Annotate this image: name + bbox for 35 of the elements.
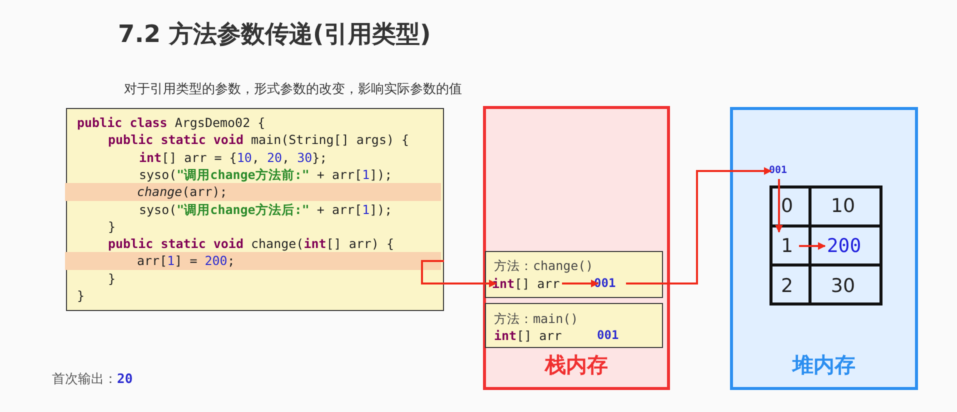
- stack-memory-box: [483, 106, 670, 390]
- arrow: [626, 167, 772, 284]
- index-text: 2: [779, 273, 795, 299]
- code-line: }: [108, 270, 116, 287]
- code-line: public static void main(String[] args) {: [108, 131, 410, 148]
- value-text: 10: [827, 193, 859, 219]
- value-text: 30: [827, 273, 859, 299]
- method-frame: [485, 303, 663, 348]
- code-line: }: [77, 287, 85, 304]
- subtitle: 对于引用类型的参数，形式参数的改变，影响实际参数的值: [124, 81, 462, 98]
- variable-text: int[] arr: [494, 327, 562, 344]
- heap-memory-box: [730, 107, 918, 390]
- method-label: 方法：main(): [494, 310, 578, 327]
- arrow: [775, 179, 783, 233]
- output-note: 首次输出：20: [52, 371, 133, 388]
- code-box: [66, 108, 444, 311]
- method-label: 方法：change(): [494, 258, 594, 275]
- method-frame: [485, 251, 663, 298]
- index-text: 1: [779, 233, 795, 259]
- value-text: 200: [823, 233, 865, 259]
- memory-title: 栈内存: [543, 352, 609, 379]
- code-line: syso("调用change方法后:" + arr[1]);: [139, 200, 392, 218]
- code-line: syso("调用change方法前:" + arr[1]);: [139, 166, 392, 183]
- code-line: public static void change(int[] arr) {: [108, 235, 394, 252]
- title: 7.2 方法参数传递(引用类型): [118, 19, 431, 50]
- code-line: public class ArgsDemo02 {: [77, 114, 266, 131]
- memory-title: 堆内存: [790, 352, 856, 379]
- code-line: int[] arr = {10, 20, 30};: [139, 148, 328, 166]
- address-text: 001: [597, 327, 619, 344]
- arrow: [799, 242, 826, 250]
- arrow: [421, 260, 497, 288]
- code-line: }: [108, 218, 116, 235]
- index-text: 0: [779, 193, 795, 219]
- arrow: [562, 280, 599, 288]
- address-text: 001: [769, 164, 795, 178]
